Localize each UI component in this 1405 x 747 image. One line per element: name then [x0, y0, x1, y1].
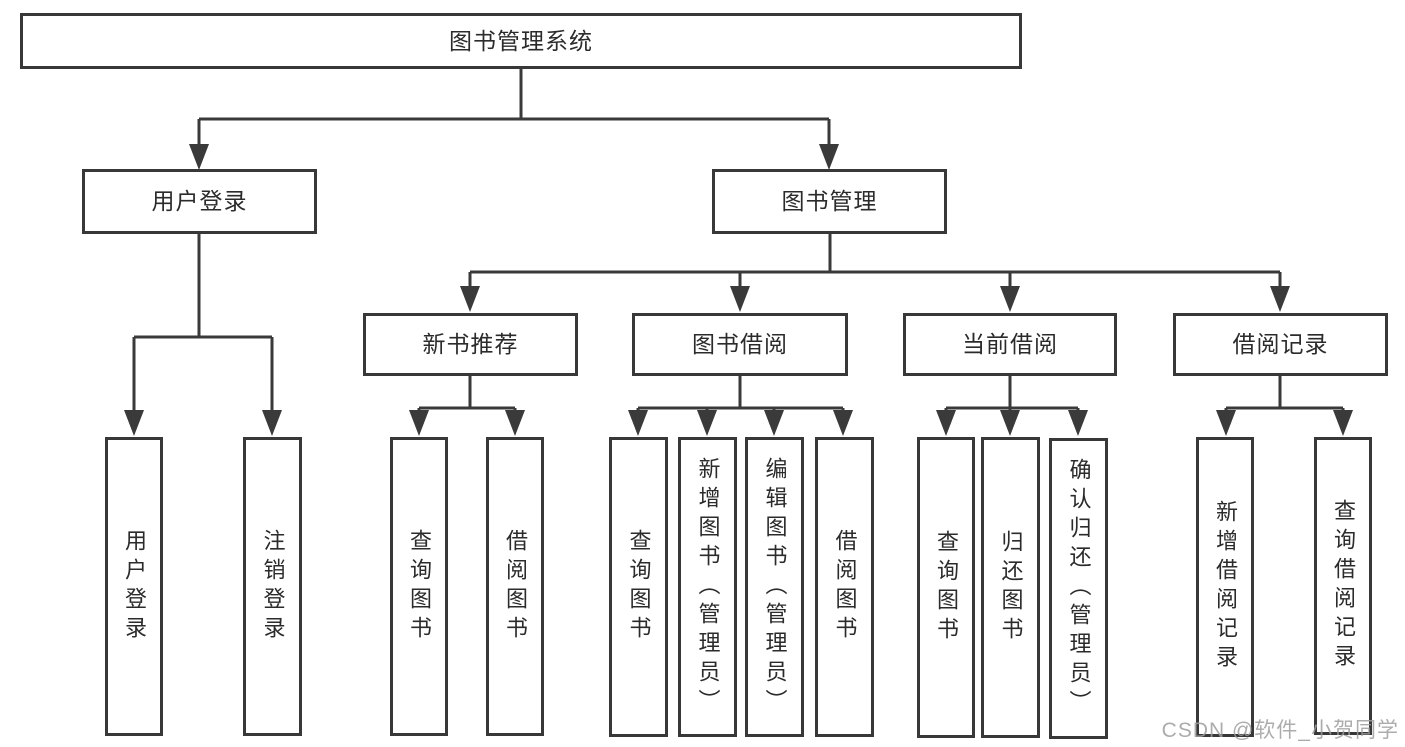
node-leaf-user-login: 用户登录	[105, 437, 163, 736]
node-leaf-query-books-1: 查询图书	[390, 437, 448, 736]
csdn-watermark: CSDN @软件_小贺同学	[1161, 719, 1399, 742]
arrowhead-icons	[124, 144, 1353, 436]
node-leaf-add-book-admin: 新增图书（管理员）	[678, 437, 737, 737]
node-label: 借阅图书	[503, 528, 528, 645]
node-label: 确认归还（管理员）	[1066, 458, 1092, 719]
node-label: 查询借阅记录	[1331, 499, 1356, 673]
node-current-borrowing: 当前借阅	[903, 313, 1117, 376]
node-leaf-query-borrow-record: 查询借阅记录	[1314, 437, 1372, 735]
node-leaf-add-borrow-record: 新增借阅记录	[1196, 437, 1254, 737]
node-leaf-query-books-2: 查询图书	[609, 437, 668, 737]
node-label: 借阅图书	[832, 529, 858, 645]
node-label: 查询图书	[626, 529, 652, 645]
node-root-library-system: 图书管理系统	[20, 13, 1022, 69]
node-label: 查询图书	[934, 529, 959, 646]
node-label: 图书管理	[781, 188, 878, 214]
node-label: 图书管理系统	[449, 27, 593, 54]
node-book-borrowing: 图书借阅	[632, 313, 848, 376]
node-label: 查询图书	[407, 528, 432, 645]
node-leaf-borrow-books-2: 借阅图书	[815, 437, 874, 737]
node-leaf-edit-book-admin: 编辑图书（管理员）	[745, 437, 804, 737]
node-label: 归还图书	[998, 529, 1024, 646]
node-leaf-logout: 注销登录	[243, 437, 302, 736]
node-user-login: 用户登录	[82, 169, 317, 234]
node-label: 用户登录	[151, 188, 248, 214]
node-label: 图书借阅	[692, 331, 788, 357]
node-leaf-return-book: 归还图书	[981, 437, 1040, 738]
node-label: 编辑图书（管理员）	[762, 456, 788, 718]
node-label: 新书推荐	[422, 331, 519, 357]
node-label: 新增借阅记录	[1213, 500, 1238, 674]
node-new-book-recommend: 新书推荐	[363, 313, 578, 376]
node-label: 当前借阅	[962, 331, 1058, 357]
node-label: 用户登录	[122, 528, 147, 645]
node-leaf-query-books-3: 查询图书	[917, 437, 975, 738]
node-label: 注销登录	[260, 528, 286, 645]
node-leaf-confirm-return-admin: 确认归还（管理员）	[1049, 438, 1108, 739]
node-leaf-borrow-books-1: 借阅图书	[486, 437, 544, 736]
node-label: 新增图书（管理员）	[695, 456, 721, 718]
node-book-management: 图书管理	[712, 169, 947, 234]
node-label: 借阅记录	[1232, 331, 1329, 357]
node-borrow-records: 借阅记录	[1173, 313, 1388, 376]
